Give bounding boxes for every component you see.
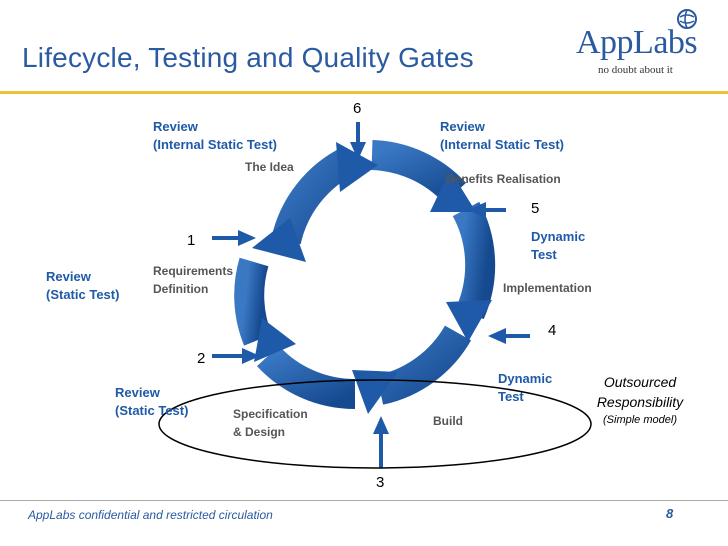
gate-number-5: 5 xyxy=(531,200,540,217)
dynamic-test-bottom: Dynamic Test xyxy=(498,371,553,404)
applabs-logo: AppLabs xyxy=(576,24,698,61)
arrowhead-2 xyxy=(336,142,378,192)
phase-idea: The Idea xyxy=(245,160,294,174)
outsourced-note: Outsourced Responsibility (Simple model) xyxy=(596,374,684,426)
page-title: Lifecycle, Testing and Quality Gates xyxy=(22,42,474,73)
phase-specification: Specification & Design xyxy=(233,407,308,439)
gate-number-3: 3 xyxy=(376,474,385,491)
cycle-segment-5 xyxy=(256,345,356,410)
gate-number-1: 1 xyxy=(187,232,196,249)
globe-icon xyxy=(677,9,697,29)
gate-arrow-3 xyxy=(373,416,389,468)
arrowhead-3 xyxy=(430,170,476,212)
phase-benefits: Benefits Realisation xyxy=(446,172,561,186)
header-divider xyxy=(0,91,728,94)
cycle-segment-4 xyxy=(376,325,472,405)
gate-arrows xyxy=(212,122,530,468)
review-internal-left: Review (Internal Static Test) xyxy=(153,119,278,152)
dynamic-test-top: Dynamic Test xyxy=(531,229,586,262)
review-static-top: Review (Static Test) xyxy=(46,269,120,302)
logo-tagline: no doubt about it xyxy=(598,64,673,76)
footer-divider xyxy=(0,500,728,501)
arrowhead-1 xyxy=(252,218,306,262)
gate-number-2: 2 xyxy=(197,350,206,367)
cycle-segment-6 xyxy=(234,257,273,346)
arrowhead-4 xyxy=(446,300,492,342)
gate-arrow-5 xyxy=(468,202,506,218)
arrowhead-5 xyxy=(352,370,398,414)
gate-arrow-6 xyxy=(350,122,366,160)
page-number: 8 xyxy=(666,506,674,521)
arrowhead-6 xyxy=(254,318,296,362)
phase-requirements: Requirements Definition xyxy=(153,264,234,296)
phase-build: Build xyxy=(433,414,463,428)
gate-arrow-4 xyxy=(488,328,530,344)
gate-number-6: 6 xyxy=(353,100,362,117)
footer-text: AppLabs confidential and restricted circ… xyxy=(28,508,273,522)
review-internal-right: Review (Internal Static Test) xyxy=(440,119,565,152)
cycle-arrowheads xyxy=(252,142,492,414)
gate-arrow-1 xyxy=(212,230,256,246)
outsourced-ellipse xyxy=(158,379,592,469)
lifecycle-diagram xyxy=(158,122,592,469)
phase-implementation: Implementation xyxy=(503,281,592,295)
cycle-segment-3 xyxy=(452,201,496,320)
review-static-bottom: Review (Static Test) xyxy=(115,385,189,418)
gate-arrow-2 xyxy=(212,348,260,364)
gate-number-4: 4 xyxy=(548,322,557,339)
